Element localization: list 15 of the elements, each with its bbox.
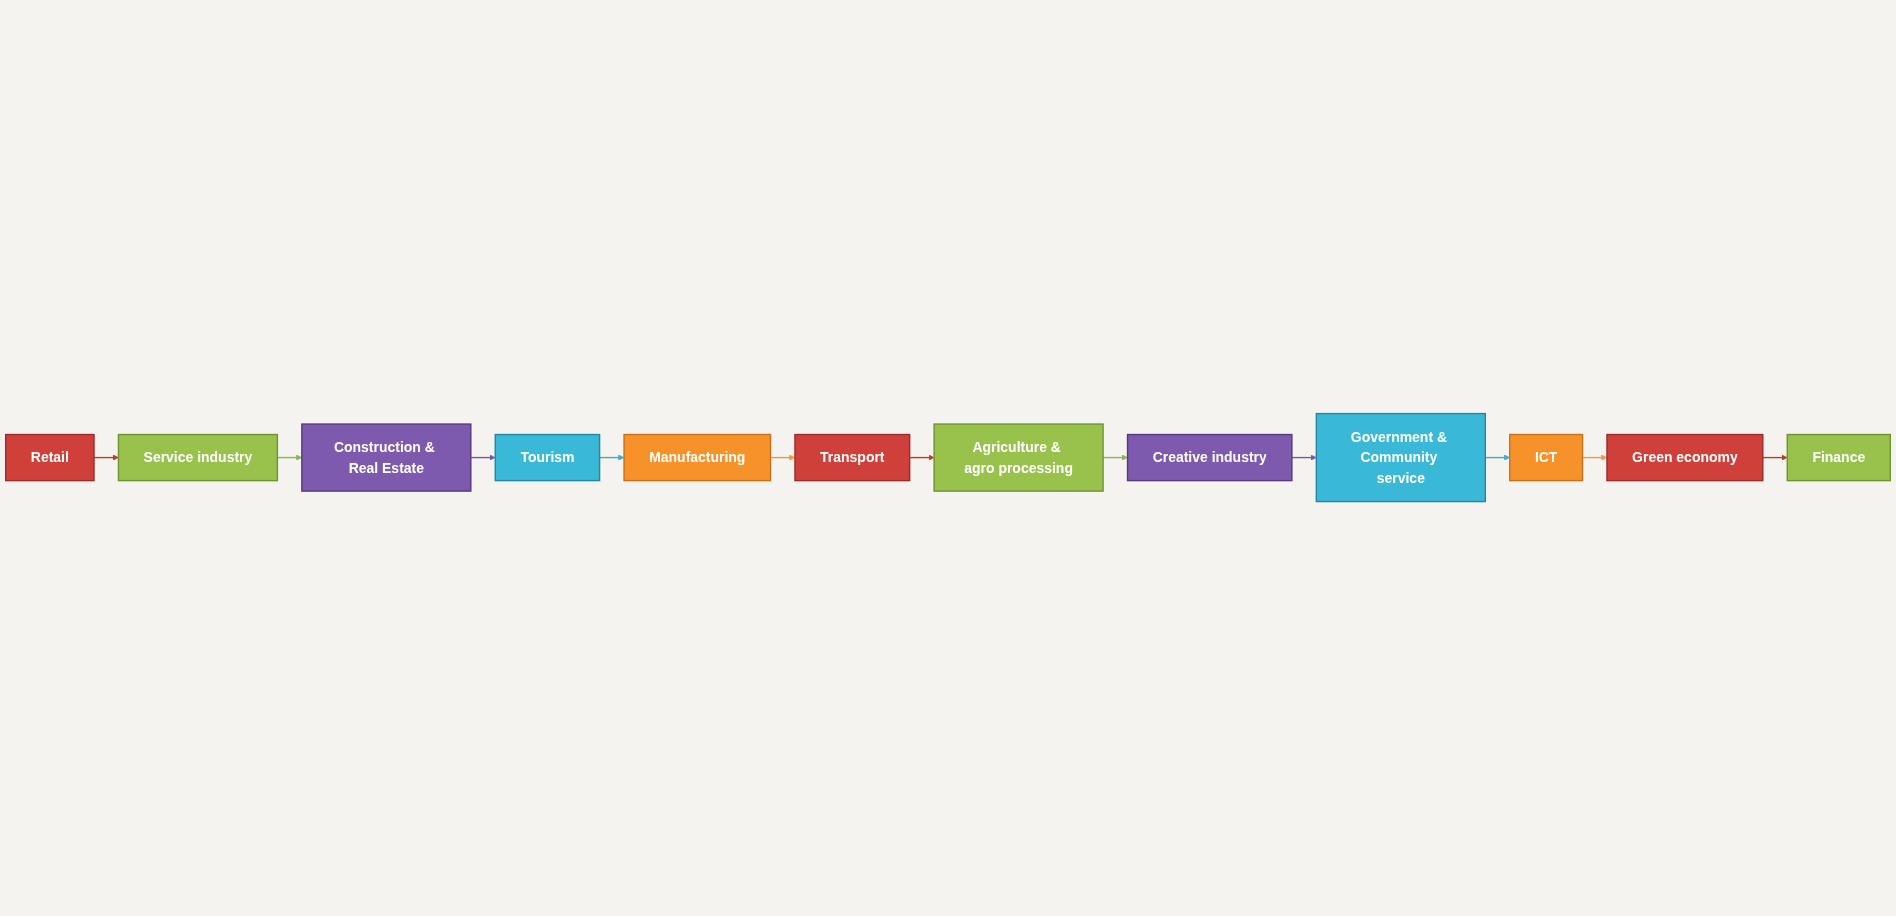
node-box: Creative industry	[1126, 434, 1293, 482]
node-box: Green economy	[1606, 434, 1764, 482]
node-box: Transport	[794, 434, 911, 482]
arrow	[470, 454, 496, 462]
node-box: Agriculture & agro processing	[933, 423, 1104, 493]
node-box: Construction & Real Estate	[301, 423, 472, 493]
arrow	[1291, 454, 1317, 462]
arrow	[1762, 454, 1788, 462]
node-box: Government & Community service	[1315, 413, 1486, 503]
node-box: Service industry	[117, 434, 279, 482]
node-box: Finance	[1786, 434, 1891, 482]
node-box: Tourism	[494, 434, 601, 482]
node-box: Manufacturing	[623, 434, 772, 482]
node-box: ICT	[1509, 434, 1584, 482]
node-box: Retail	[5, 434, 95, 482]
